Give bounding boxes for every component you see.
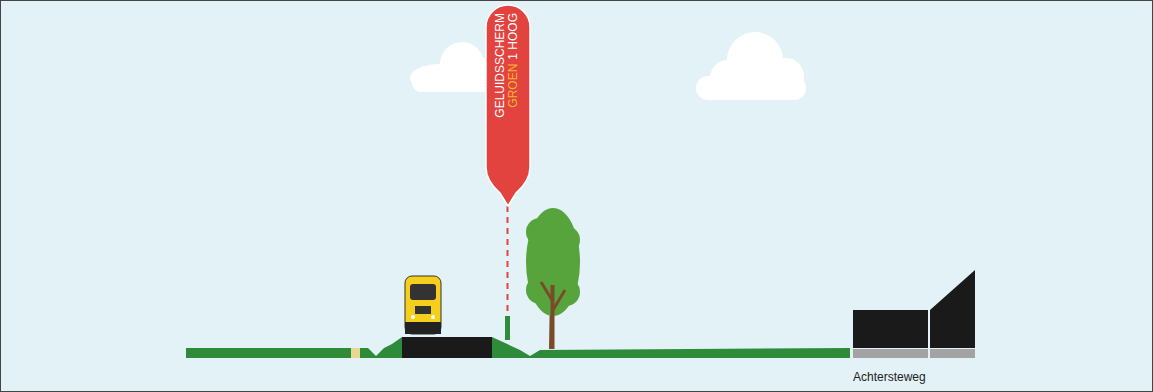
callout-text: GROEN — [506, 64, 520, 108]
cloud — [696, 32, 806, 100]
ground — [492, 337, 850, 358]
rotated-text: GELUIDSSCHERMGROEN 1 HOOG — [492, 13, 524, 161]
tree — [526, 208, 580, 349]
ditch — [368, 337, 402, 358]
path — [351, 348, 360, 358]
road — [930, 349, 975, 358]
leader-line — [507, 206, 509, 316]
railway-embankment — [402, 337, 492, 358]
callout-text: GELUIDSSCHERM — [493, 13, 507, 118]
ground — [360, 348, 368, 358]
callout-text: 1 HOOG — [506, 13, 520, 60]
ground — [186, 348, 351, 358]
street-name: Achtersteweg — [853, 370, 926, 384]
balloon-outline — [486, 5, 530, 206]
train — [405, 276, 441, 334]
road — [853, 349, 928, 358]
text-line: GELUIDSSCHERM — [494, 13, 507, 161]
noise-barrier — [505, 316, 510, 340]
text-line: GROEN 1 HOOG — [507, 13, 520, 161]
building — [853, 310, 928, 348]
callout-balloon: GELUIDSSCHERMGROEN 1 HOOG — [485, 4, 531, 207]
building — [930, 270, 975, 348]
